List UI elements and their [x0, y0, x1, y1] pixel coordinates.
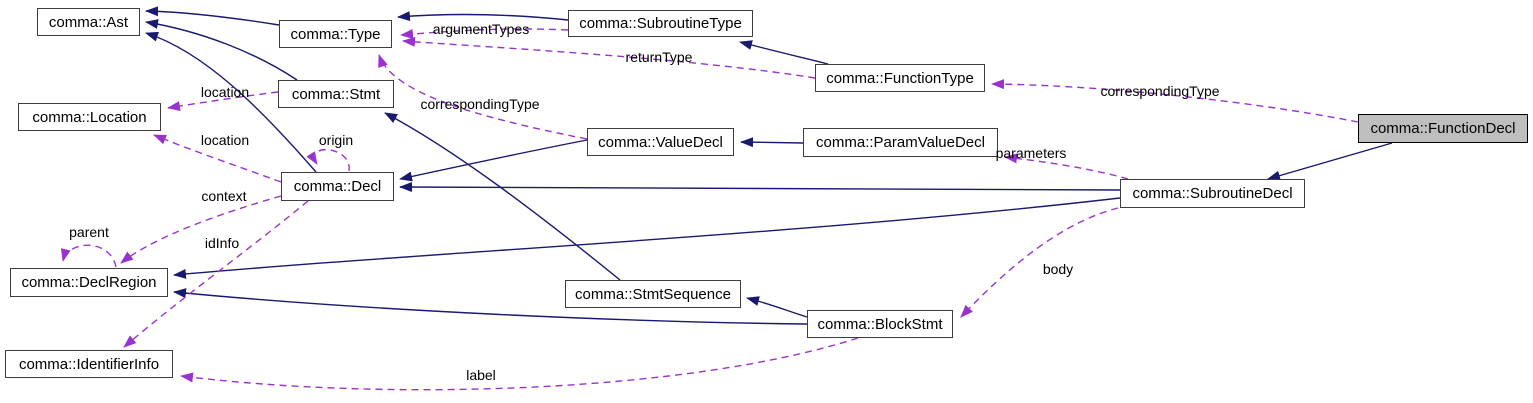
node-comma-stmt[interactable]: comma::Stmt — [278, 80, 394, 108]
node-comma-ast[interactable]: comma::Ast — [37, 8, 140, 36]
node-comma-paramvaluedecl[interactable]: comma::ParamValueDecl — [803, 128, 998, 157]
edge-blockstmt-to-stmtsequence — [746, 296, 808, 318]
edge-label-correspondingtype-valuedecl: correspondingType — [420, 96, 540, 112]
edge-subroutinedecl-to-declregion — [173, 197, 1121, 279]
edge-decl-idinfo — [123, 200, 309, 348]
edge-decl-origin-selfloop — [306, 148, 350, 172]
edge-stmtsequence-to-stmt — [384, 112, 621, 281]
edge-decl-context — [120, 195, 282, 264]
node-comma-blockstmt[interactable]: comma::BlockStmt — [807, 310, 953, 338]
node-comma-identifierinfo[interactable]: comma::IdentifierInfo — [5, 350, 173, 378]
edge-decl-location — [153, 134, 282, 183]
edge-functiondecl-correspondingtype — [991, 79, 1359, 123]
edge-blockstmt-label — [180, 337, 859, 391]
edge-label-argumenttypes: argumentTypes — [432, 21, 530, 37]
edge-label-body: body — [1042, 261, 1074, 277]
edge-valuedecl-to-decl — [399, 139, 588, 182]
node-comma-stmtsequence[interactable]: comma::StmtSequence — [565, 280, 741, 308]
edge-functiontype-to-subroutinetype — [739, 40, 829, 65]
node-comma-subroutinetype[interactable]: comma::SubroutineType — [568, 10, 753, 37]
edge-subroutinetype-to-type — [397, 11, 569, 22]
node-comma-subroutinedecl[interactable]: comma::SubroutineDecl — [1120, 179, 1305, 208]
edge-label-returntype: returnType — [625, 49, 693, 65]
edge-type-to-ast — [145, 6, 280, 26]
node-comma-functiondecl: comma::FunctionDecl — [1358, 114, 1528, 143]
edge-subroutinedecl-to-decl — [399, 182, 1121, 193]
edge-label-location-stmt: location — [200, 84, 250, 100]
edge-label-label: label — [466, 367, 496, 383]
edge-label-origin: origin — [318, 132, 354, 148]
edge-valuedecl-correspondingtype — [378, 54, 588, 140]
edge-stmt-to-ast — [145, 19, 298, 81]
edge-blockstmt-to-declregion — [173, 288, 808, 325]
edge-label-parameters: parameters — [995, 145, 1067, 161]
node-comma-type[interactable]: comma::Type — [279, 20, 392, 48]
node-comma-declregion[interactable]: comma::DeclRegion — [10, 268, 168, 297]
edge-functiontype-returntype — [402, 36, 816, 79]
edge-label-context: context — [201, 188, 247, 204]
edge-label-parent: parent — [69, 224, 109, 240]
edge-stmt-location — [167, 91, 279, 112]
edge-decl-to-ast — [145, 31, 317, 173]
node-comma-decl[interactable]: comma::Decl — [281, 172, 394, 201]
edge-functiondecl-to-subroutinedecl — [1267, 142, 1393, 181]
edge-subroutinetype-argumenttypes — [400, 28, 569, 40]
node-comma-location[interactable]: comma::Location — [18, 103, 161, 131]
edge-paramvaluedecl-to-valuedecl — [740, 137, 804, 148]
edge-label-idinfo: idInfo — [204, 235, 240, 251]
edge-subroutinedecl-body — [960, 207, 1119, 318]
edge-declregion-parent-selfloop — [60, 244, 117, 268]
node-comma-valuedecl[interactable]: comma::ValueDecl — [587, 128, 734, 156]
edge-label-correspondingtype-functiondecl: correspondingType — [1100, 83, 1220, 99]
edge-subroutinedecl-parameters — [1004, 153, 1129, 180]
edge-label-location-decl: location — [200, 132, 250, 148]
node-comma-functiontype[interactable]: comma::FunctionType — [815, 64, 985, 92]
